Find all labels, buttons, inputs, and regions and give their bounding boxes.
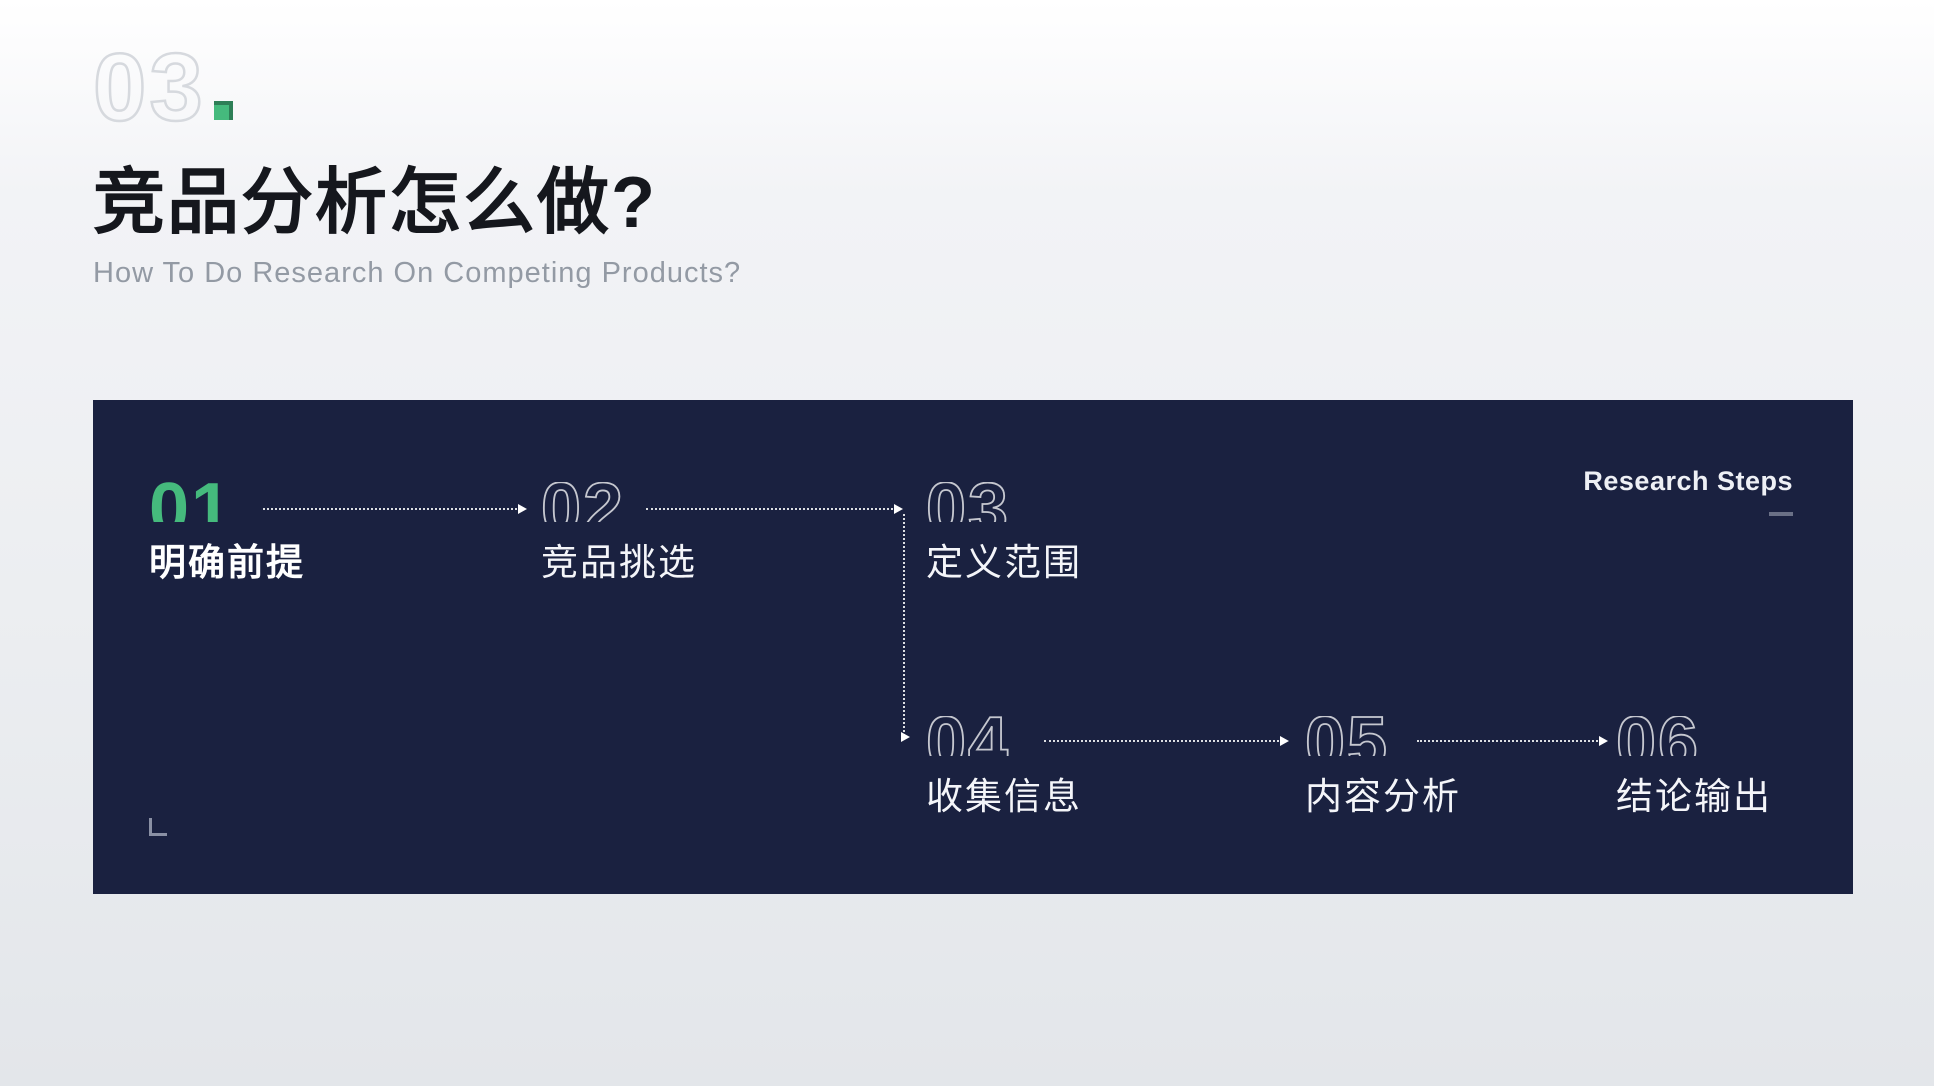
panel-corner-label: Research Steps xyxy=(1583,466,1793,496)
step-number: 02 xyxy=(541,482,626,522)
step-label: 明确前提 xyxy=(149,542,305,583)
step-label: 收集信息 xyxy=(926,776,1082,817)
page-title: 竞品分析怎么做? xyxy=(93,163,657,243)
step-06: 06 结论输出 xyxy=(1616,716,1772,820)
page-subtitle: How To Do Research On Competing Products… xyxy=(93,257,742,290)
section-number: 03 xyxy=(92,34,206,141)
slide-header: 03 竞品分析怎么做? How To Do Research On Compet… xyxy=(92,34,742,290)
step-05: 05 内容分析 xyxy=(1305,716,1461,820)
step-number: 04 xyxy=(926,716,1011,756)
step-02: 02 竞品挑选 xyxy=(541,482,697,586)
step-number: 06 xyxy=(1616,716,1701,756)
arrowhead-icon xyxy=(1599,736,1608,746)
step-01: 01 明确前提 xyxy=(149,482,305,586)
corner-dash xyxy=(1769,512,1793,516)
accent-square-icon xyxy=(213,101,233,120)
step-number: 01 xyxy=(149,482,234,522)
arrowhead-icon xyxy=(894,504,903,514)
dotted-connector-01-02 xyxy=(263,504,527,514)
research-steps-panel: Research Steps 01 明确前提 02 竞品挑选 03 定义范围 0… xyxy=(93,400,1853,894)
dotted-connector-04-05 xyxy=(1044,736,1289,746)
step-03: 03 定义范围 xyxy=(926,482,1082,586)
step-label: 竞品挑选 xyxy=(541,542,697,583)
step-label: 内容分析 xyxy=(1305,776,1461,817)
dotted-connector-02-03 xyxy=(646,504,903,514)
arrowhead-icon xyxy=(518,504,527,514)
step-label: 定义范围 xyxy=(926,542,1082,583)
corner-bracket-icon xyxy=(149,818,167,836)
step-number: 05 xyxy=(1305,716,1390,756)
dotted-connector-03-04 xyxy=(901,514,910,742)
dotted-connector-05-06 xyxy=(1417,736,1608,746)
arrowhead-icon xyxy=(1280,736,1289,746)
step-number: 03 xyxy=(926,482,1011,522)
step-04: 04 收集信息 xyxy=(926,716,1082,820)
step-label: 结论输出 xyxy=(1616,776,1772,817)
section-number-row: 03 xyxy=(92,34,741,141)
arrowhead-icon xyxy=(901,732,910,742)
